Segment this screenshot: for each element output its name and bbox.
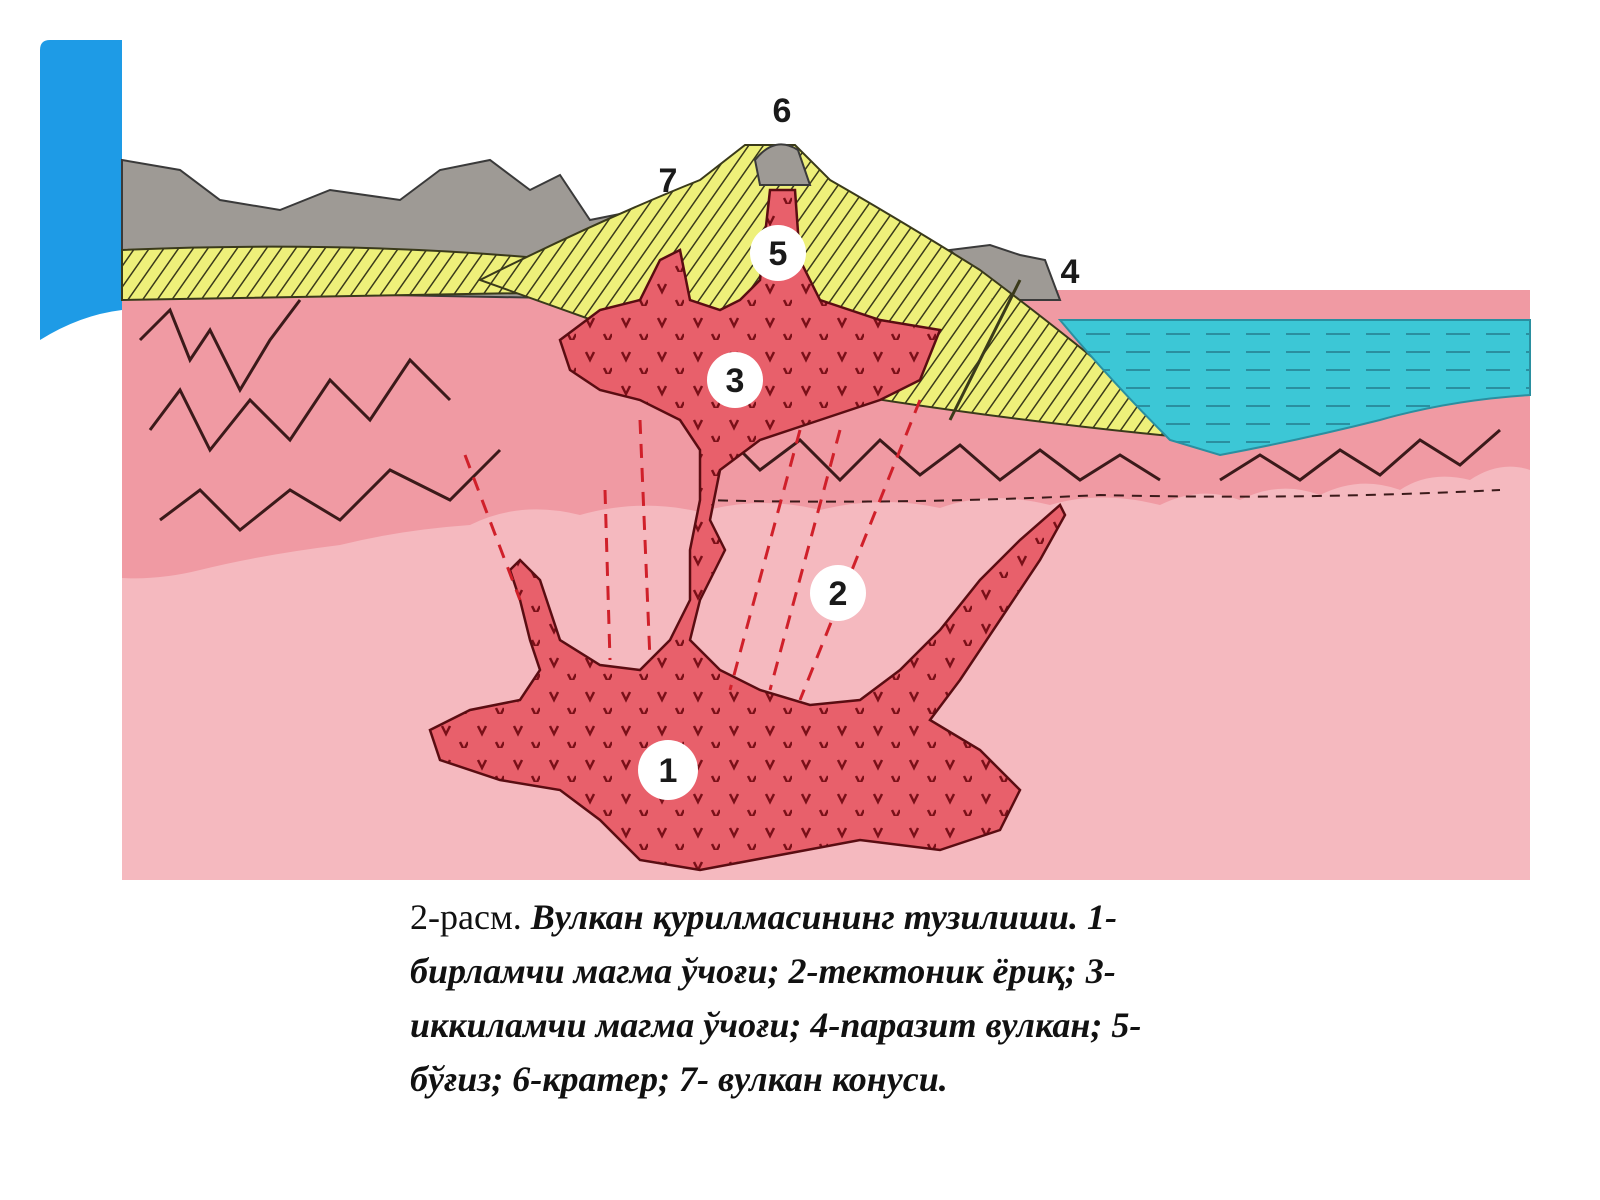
slide-accent-shape — [40, 40, 122, 340]
parasite-vent — [948, 279, 1022, 421]
figure-caption: 2-расм. Вулкан қурилмасининг тузилиши. 1… — [410, 890, 1190, 1106]
crust-boundary — [699, 489, 1501, 503]
label-4: 4 — [1061, 253, 1080, 291]
marker-3-text: 3 — [726, 362, 745, 400]
volcano-structure-diagram: 1 2 3 5 4 6 7 — [121, 92, 1531, 880]
marker-2: 2 — [810, 565, 866, 621]
volcanic-cone — [477, 144, 1211, 441]
sea — [1057, 319, 1531, 457]
label-6: 6 — [773, 92, 792, 130]
marker-2-text: 2 — [829, 575, 848, 613]
label-7: 7 — [659, 162, 678, 200]
caption-text: Вулкан қурилмасининг тузилиши. 1-бирламч… — [410, 897, 1142, 1099]
tectonic-faults — [463, 399, 922, 701]
marker-5: 5 — [750, 225, 806, 281]
magma-system — [428, 188, 1067, 872]
fold-lines — [138, 299, 1501, 533]
crater — [753, 143, 812, 186]
marker-1: 1 — [638, 740, 698, 800]
caption-prefix: 2-расм. — [410, 897, 522, 937]
marker-5-text: 5 — [769, 235, 788, 273]
marker-3: 3 — [707, 352, 763, 408]
marker-1-text: 1 — [659, 752, 678, 790]
